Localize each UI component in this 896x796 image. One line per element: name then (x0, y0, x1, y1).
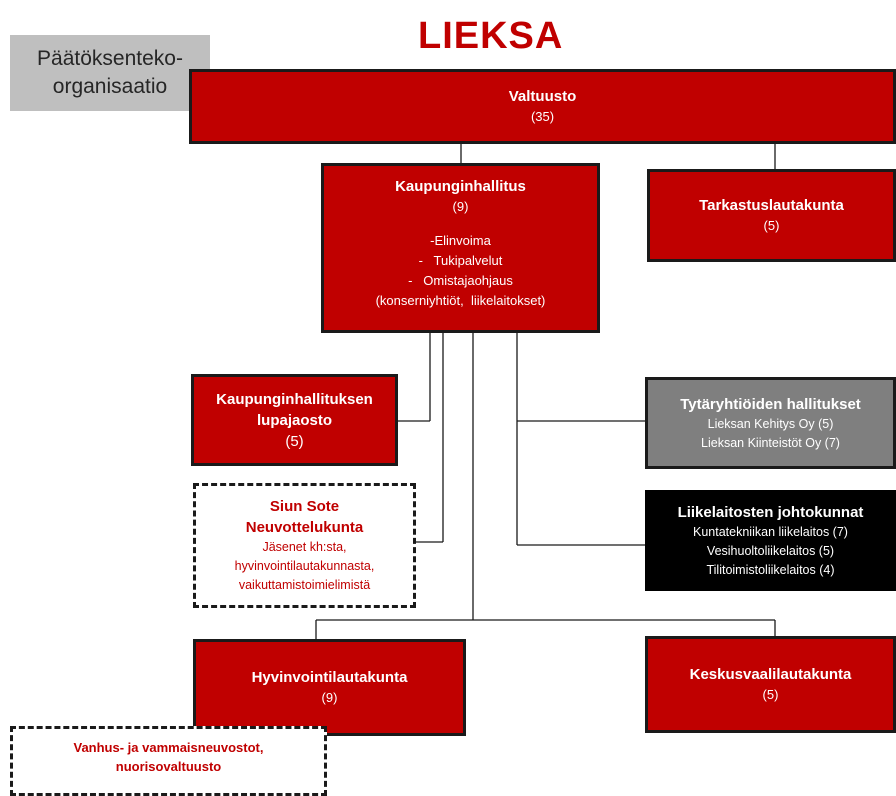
neuvostot-line1: Vanhus- ja vammaisneuvostot, (73, 740, 264, 755)
keskusvaalilautakunta-title: Keskusvaalilautakunta (689, 666, 852, 683)
hyvinvointilautakunta-title: Hyvinvointilautakunta (251, 669, 408, 686)
tytaryhtiot-box: Tytäryhtiöiden hallitukset Lieksan Kehit… (645, 377, 896, 469)
keskusvaalilautakunta-box: Keskusvaalilautakunta (5) (645, 636, 896, 733)
org-label-line1: Päätöksenteko- (37, 47, 183, 70)
tarkastuslautakunta-box: Tarkastuslautakunta (5) (647, 169, 896, 262)
siun-sote-box: Siun Sote Neuvottelukunta Jäsenet kh:sta… (193, 483, 416, 608)
kaupunginhallitus-item: - Tukipalvelut (418, 253, 503, 268)
siun-sote-line2: Neuvottelukunta (245, 519, 364, 536)
tytaryhtiot-item: Lieksan Kehitys Oy (5) (707, 416, 834, 431)
lupajaosto-line1: Kaupunginhallituksen (216, 390, 373, 408)
tarkastuslautakunta-count: (5) (763, 218, 780, 233)
kaupunginhallitus-title: Kaupunginhallitus (395, 178, 526, 195)
kaupunginhallitus-item: (konserniyhtiöt, liikelaitokset) (375, 293, 546, 308)
kaupunginhallitus-item: -Elinvoima (430, 233, 491, 248)
liikelaitokset-box: Liikelaitosten johtokunnat Kuntatekniika… (645, 490, 896, 591)
hyvinvointilautakunta-count: (9) (321, 690, 338, 705)
lupajaosto-box: Kaupunginhallituksen lupajaosto (5) (191, 374, 398, 466)
tytaryhtiot-title: Tytäryhtiöiden hallitukset (680, 395, 861, 413)
kaupunginhallitus-count: (9) (452, 199, 469, 214)
liikelaitokset-item: Tilitoimistoliikelaitos (4) (706, 562, 835, 577)
keskusvaalilautakunta-count: (5) (762, 687, 779, 702)
siun-sote-line1: Siun Sote (269, 498, 340, 515)
kaupunginhallitus-item: - Omistajaohjaus (408, 273, 513, 288)
valtuusto-title: Valtuusto (508, 88, 577, 105)
valtuusto-box: Valtuusto (35) (189, 69, 896, 144)
lupajaosto-count: (5) (285, 432, 304, 450)
liikelaitokset-title: Liikelaitosten johtokunnat (677, 503, 864, 521)
tytaryhtiot-item: Lieksan Kiinteistöt Oy (7) (701, 435, 840, 450)
neuvostot-line2: nuorisovaltuusto (115, 759, 222, 774)
lupajaosto-line2: lupajaosto (256, 411, 332, 429)
valtuusto-count: (35) (530, 109, 555, 124)
lieksa-logo: LIEKSA (418, 15, 564, 57)
kaupunginhallitus-box: Kaupunginhallitus (9) -Elinvoima - Tukip… (321, 163, 600, 333)
siun-sote-member-line: vaikuttamistoimielimistä (238, 578, 371, 592)
neuvostot-box: Vanhus- ja vammaisneuvostot, nuorisovalt… (10, 726, 327, 796)
liikelaitokset-item: Vesihuoltoliikelaitos (5) (706, 543, 835, 558)
org-label-line2: organisaatio (52, 75, 168, 98)
tarkastuslautakunta-title: Tarkastuslautakunta (699, 197, 844, 214)
siun-sote-member-line: Jäsenet kh:sta, (262, 540, 347, 554)
siun-sote-member-line: hyvinvointilautakunnasta, (234, 559, 375, 573)
org-label: Päätöksenteko- organisaatio (10, 35, 210, 111)
hyvinvointilautakunta-box: Hyvinvointilautakunta (9) (193, 639, 466, 736)
liikelaitokset-item: Kuntatekniikan liikelaitos (7) (693, 524, 848, 539)
